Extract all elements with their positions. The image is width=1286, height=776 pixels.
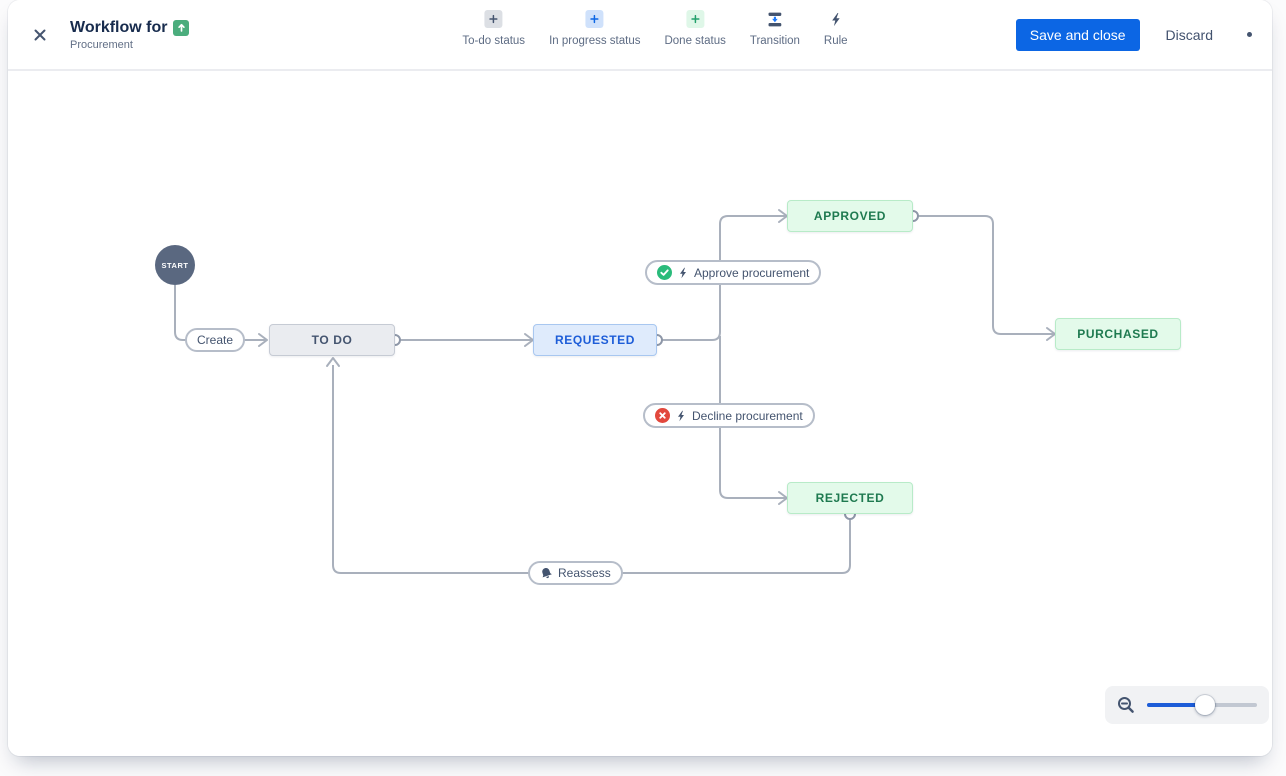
start-node[interactable]: START: [155, 245, 195, 285]
unsaved-indicator-dot: [1247, 32, 1252, 37]
tool-label: Done status: [664, 35, 726, 47]
magnifier-minus-icon[interactable]: [1117, 696, 1135, 714]
transition-connector: [918, 215, 1054, 335]
rule-lightning-icon: [680, 267, 686, 278]
status-node-requested[interactable]: REQUESTED: [533, 324, 657, 356]
header-actions: Save and close Discard: [1015, 18, 1256, 51]
status-node-todo[interactable]: TO DO: [269, 324, 395, 356]
title-block: Workflow for Procurement: [70, 18, 190, 51]
rule-lightning-icon: [678, 410, 684, 421]
transition-icon: [766, 10, 784, 28]
transition-edges: [174, 209, 1056, 574]
notification-bell-icon: [542, 567, 552, 578]
transition-name: Reassess: [558, 566, 611, 580]
plus-icon: [484, 10, 503, 28]
arrowhead-icon: [326, 357, 340, 367]
status-node-rejected[interactable]: REJECTED: [787, 482, 913, 514]
transition-label-decline-procurement[interactable]: Decline procurement: [643, 403, 815, 428]
plus-icon: [585, 10, 604, 28]
add-inprogress-status-button[interactable]: In progress status: [549, 10, 640, 47]
editor-header: Workflow for Procurement To-do status: [8, 0, 1272, 71]
tool-label: Transition: [749, 35, 800, 47]
transition-name: Approve procurement: [694, 265, 810, 280]
close-icon: [34, 29, 46, 40]
decline-x-circle-icon: [655, 408, 670, 423]
status-node-approved[interactable]: APPROVED: [787, 200, 913, 232]
add-done-status-button[interactable]: Transition Done status: [664, 10, 726, 47]
tool-label: In progress status: [549, 35, 641, 47]
transition-connector: [332, 365, 851, 574]
transition-connector: [174, 285, 266, 341]
zoom-slider-thumb[interactable]: [1195, 695, 1216, 715]
add-todo-status-button[interactable]: To-do status: [462, 10, 525, 47]
tool-label: Rule: [823, 35, 848, 47]
workflow-editor-window: Workflow for Procurement To-do status: [8, 0, 1272, 756]
insert-toolbar: To-do status In progress status Transiti…: [462, 10, 848, 47]
add-rule-button[interactable]: Rule: [824, 10, 848, 47]
zoom-slider-fill: [1147, 703, 1206, 707]
save-and-close-button[interactable]: Save and close: [1015, 18, 1140, 51]
transition-connector: [719, 336, 786, 499]
transition-label-reassess[interactable]: Reassess: [528, 561, 623, 585]
arrowhead-icon: [258, 333, 268, 347]
zoom-slider[interactable]: [1147, 695, 1257, 715]
status-node-purchased[interactable]: PURCHASED: [1055, 318, 1181, 350]
page-title: Workflow for: [70, 18, 168, 36]
lightning-icon: [827, 10, 845, 28]
transition-label-create[interactable]: Create: [185, 328, 246, 352]
approve-check-circle-icon: [657, 265, 672, 280]
plus-icon: [686, 10, 705, 28]
workflow-canvas[interactable]: START TO DO REQUESTED APPROVED PURCHASED…: [8, 71, 1272, 756]
transition-name: Decline procurement: [692, 408, 803, 423]
zoom-control: [1105, 686, 1269, 724]
discard-button[interactable]: Discard: [1152, 19, 1227, 51]
transition-label-approve-procurement[interactable]: Approve procurement: [645, 260, 822, 285]
page-subtitle: Procurement: [70, 38, 133, 51]
transition-name: Create: [197, 333, 234, 347]
tool-label: To-do status: [462, 35, 526, 47]
close-button[interactable]: [24, 19, 56, 51]
improvement-arrow-up-icon: [173, 19, 190, 36]
add-transition-button[interactable]: Transition: [750, 10, 800, 47]
